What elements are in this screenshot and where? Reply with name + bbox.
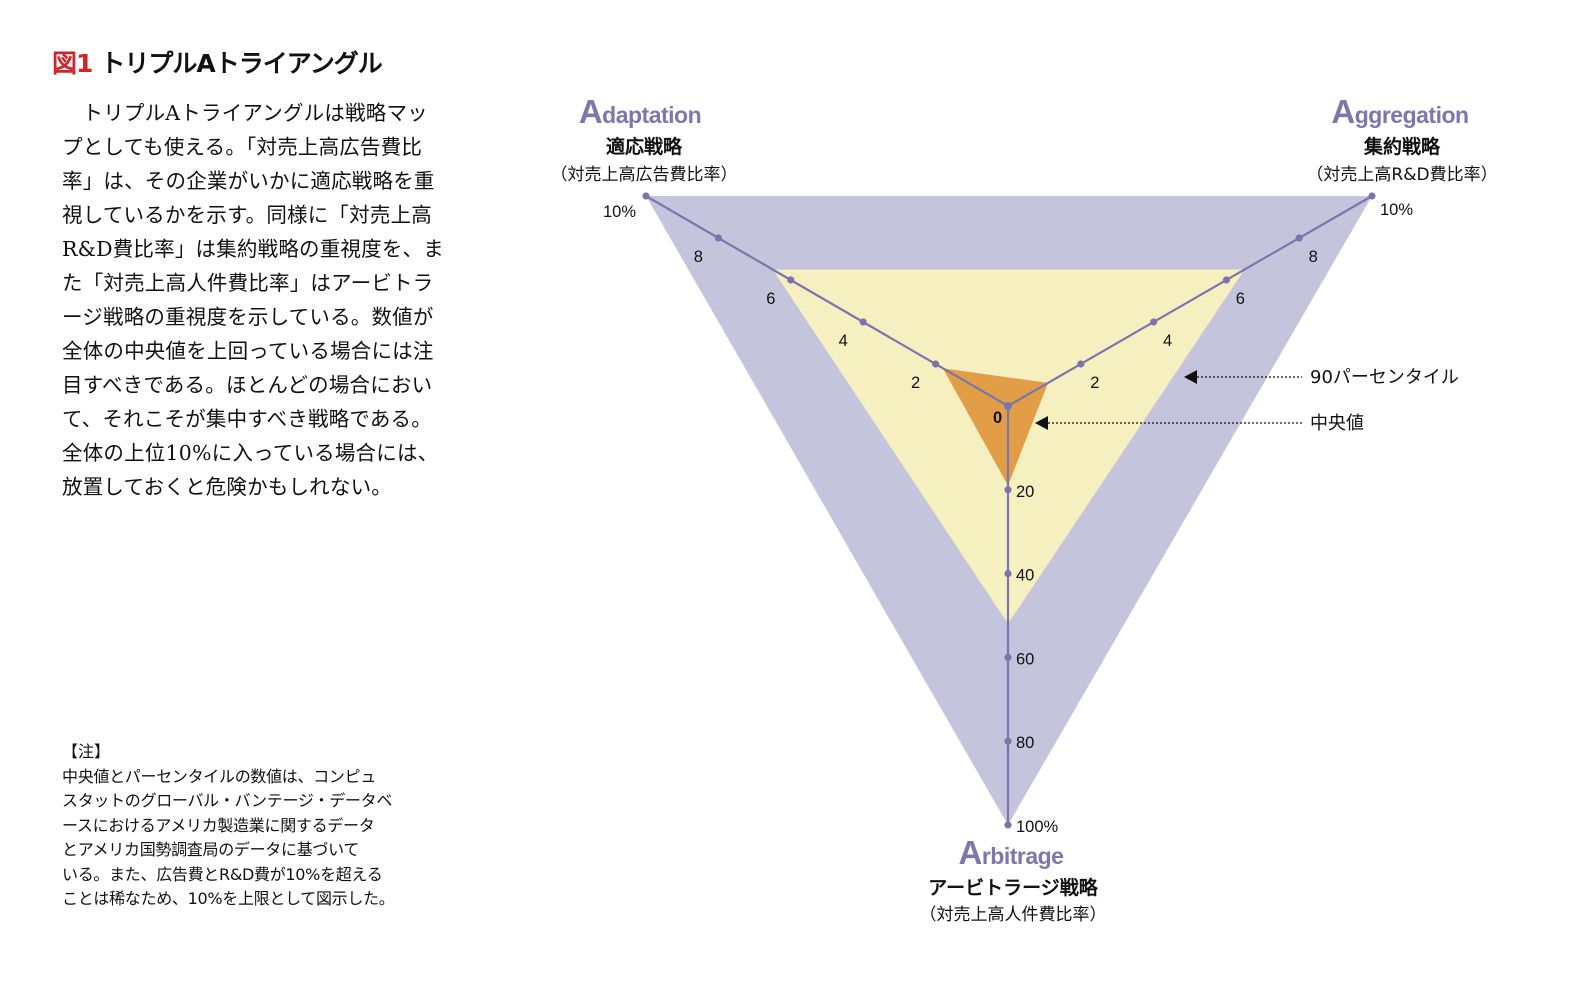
median-arrowhead xyxy=(1035,416,1048,430)
adaptation-en-label: Adaptation xyxy=(579,93,701,130)
arbitrage-metric-label: （対売上高人件費比率） xyxy=(920,905,1107,925)
adaptation-tick-dot xyxy=(714,234,723,242)
arbitrage-tick-dot xyxy=(1004,821,1012,829)
arbitrage-tick-label: 100% xyxy=(1016,818,1059,836)
arbitrage-tick-label: 60 xyxy=(1016,650,1034,668)
figure-number: 図1 xyxy=(52,49,93,78)
tick-marks: 2 4 6 8 10% 2 4 6 8 10% 20 40 60 80 100% xyxy=(603,192,1413,836)
note-line: とアメリカ国勢調査局のデータに基づいて xyxy=(62,840,360,859)
adaptation-jp-label: 適応戦略 xyxy=(606,135,683,158)
aggregation-tick-dot xyxy=(1295,234,1303,242)
arbitrage-en-label: Arbitrage xyxy=(959,834,1064,871)
center-zero-label: 0 xyxy=(993,409,1002,427)
note-block: 【注】 中央値とパーセンタイルの数値は、コンピュ スタットのグローバル・バンテー… xyxy=(62,740,448,912)
figure-title-text: トリプルAトライアングル xyxy=(100,49,382,78)
aggregation-jp-label: 集約戦略 xyxy=(1363,135,1441,158)
note-line: スタットのグローバル・バンテージ・データベ xyxy=(62,791,393,810)
arbitrage-tick-label: 40 xyxy=(1016,567,1034,585)
aggregation-tick-label: 2 xyxy=(1090,374,1099,392)
percentile90-arrowhead xyxy=(1184,370,1197,384)
arbitrage-tick-dot xyxy=(1004,570,1012,578)
aggregation-tick-dot xyxy=(1077,360,1085,368)
adaptation-tick-label: 4 xyxy=(839,332,848,350)
center-dot xyxy=(1004,402,1012,410)
axes xyxy=(645,195,1373,825)
aggregation-tick-dot xyxy=(1222,276,1230,284)
aggregation-axis-line xyxy=(1007,195,1373,407)
aggregation-tick-label: 8 xyxy=(1309,248,1318,266)
adaptation-tick-label: 10% xyxy=(603,203,636,221)
note-heading: 【注】 xyxy=(62,742,111,761)
arbitrage-tick-dot xyxy=(1004,737,1012,745)
note-line: ースにおけるアメリカ製造業に関するデータ xyxy=(62,815,375,835)
aggregation-tick-label: 10% xyxy=(1380,201,1413,219)
median-callout: 中央値 xyxy=(1310,413,1364,434)
arbitrage-jp-label: アービトラージ戦略 xyxy=(928,876,1098,899)
percentile90-callout: 90パーセンタイル xyxy=(1310,367,1459,388)
aggregation-tick-dot xyxy=(1368,192,1376,200)
adaptation-tick-dot xyxy=(787,276,795,284)
arbitrage-tick-dot xyxy=(1004,486,1012,494)
adaptation-axis-line xyxy=(645,195,1009,407)
adaptation-tick-dot xyxy=(932,360,940,368)
arbitrage-tick-label: 80 xyxy=(1016,734,1034,752)
adaptation-tick-label: 2 xyxy=(911,374,920,392)
adaptation-tick-dot xyxy=(859,318,867,326)
aggregation-tick-dot xyxy=(1150,318,1158,326)
adaptation-tick-dot xyxy=(642,192,650,200)
note-line: ことは稀なため、10%を上限として図示した。 xyxy=(62,889,395,908)
arbitrage-tick-label: 20 xyxy=(1016,483,1034,501)
adaptation-metric-label: （対売上高広告費比率） xyxy=(551,165,738,185)
aggregation-tick-label: 4 xyxy=(1163,332,1172,350)
note-line: 中央値とパーセンタイルの数値は、コンピュ xyxy=(62,766,377,786)
aggregation-tick-label: 6 xyxy=(1236,290,1245,308)
note-line: いる。また、広告費とR&D費が10%を超える xyxy=(62,864,383,884)
aggregation-en-label: Aggregation xyxy=(1331,93,1468,130)
adaptation-tick-label: 8 xyxy=(694,248,703,266)
aggregation-metric-label: （対売上高R&D費比率） xyxy=(1306,165,1497,185)
adaptation-tick-label: 6 xyxy=(766,290,775,308)
body-paragraph: トリプルAトライアングルは戦略マップとしても使える。「対売上高広告費比率」は、そ… xyxy=(62,101,444,499)
arbitrage-tick-dot xyxy=(1004,653,1012,662)
